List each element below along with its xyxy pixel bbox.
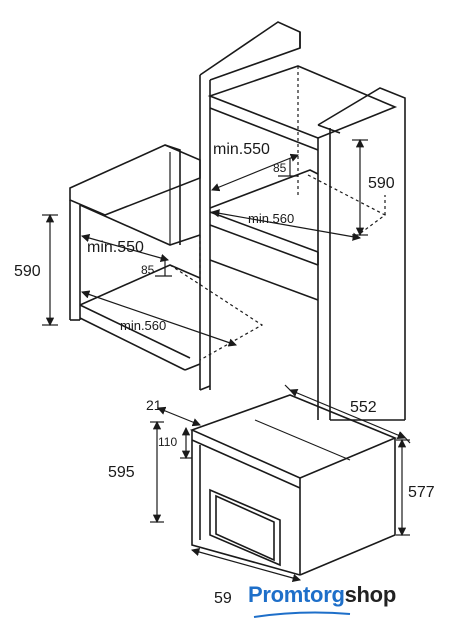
- oven-panel-height-label: 110: [158, 435, 177, 449]
- oven-front-height-label: 595: [108, 464, 135, 481]
- page-number: 59: [214, 590, 232, 607]
- dimension-lines: [42, 138, 411, 583]
- lower-vent-label: 85: [141, 263, 155, 277]
- upper-min-depth-label: min.550: [213, 141, 270, 158]
- upper-height-label: 590: [368, 175, 395, 192]
- oven-door-thickness-label: 21: [146, 397, 162, 413]
- oven-height-label: 577: [408, 484, 435, 501]
- brand-part1: Promtorg: [248, 582, 345, 607]
- upper-min-width-label: min.560: [248, 211, 294, 226]
- low-cabinet: [69, 144, 264, 371]
- lower-min-depth-label: min.550: [87, 239, 144, 256]
- brand-part2: shop: [344, 582, 397, 607]
- lower-min-width-label: min.560: [120, 318, 166, 333]
- lower-height-label: 590: [14, 263, 41, 280]
- oven-width-label: 552: [350, 399, 377, 416]
- footer: 59 Promtorgshop: [0, 578, 455, 618]
- brand-swoosh-icon: [253, 611, 351, 618]
- oven: [189, 394, 398, 576]
- upper-vent-label: 85: [273, 161, 287, 175]
- tall-cabinet: [199, 21, 406, 421]
- brand-logo[interactable]: Promtorgshop: [248, 582, 396, 608]
- upper-hidden-edges: [307, 174, 387, 236]
